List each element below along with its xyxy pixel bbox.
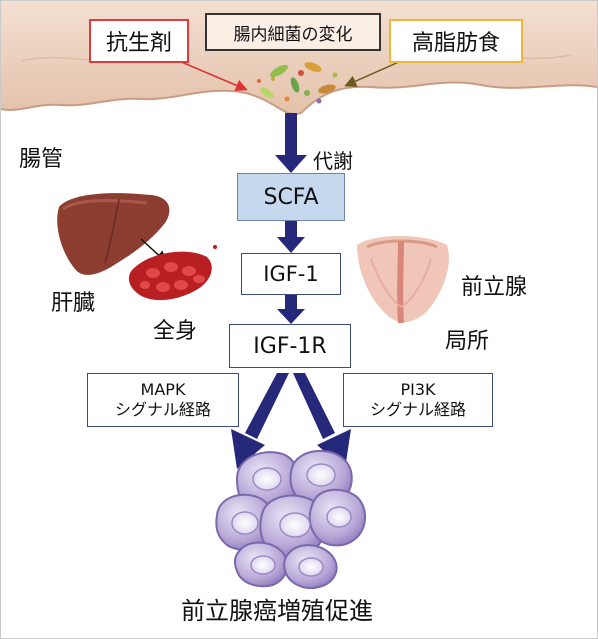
microbiota-change-label: 腸内細菌の変化 xyxy=(233,24,353,45)
pi3k-box: PI3K シグナル経路 xyxy=(343,373,493,427)
liver-illustration xyxy=(57,193,170,275)
antibiotics-label: 抗生剤 xyxy=(105,31,172,56)
prostate-illustration xyxy=(357,236,449,324)
liver-label: 肝臓 xyxy=(51,291,96,316)
diet-arrow xyxy=(344,60,402,87)
scfa-box: SCFA xyxy=(237,173,345,221)
systemic-label: 全身 xyxy=(153,319,198,344)
antibiotics-box: 抗生剤 xyxy=(89,19,189,63)
local-label: 局所 xyxy=(445,329,490,354)
prostate-label: 前立腺 xyxy=(461,275,528,300)
igf1-box: IGF-1 xyxy=(241,253,341,295)
mapk-line2: シグナル経路 xyxy=(114,400,211,419)
igf1r-box: IGF-1R xyxy=(229,324,351,368)
mapk-line1: MAPK xyxy=(140,380,186,399)
gut-label: 腸管 xyxy=(19,147,64,172)
scfa-label: SCFA xyxy=(263,184,319,210)
metabolism-label: 代謝 xyxy=(313,149,353,173)
igf1-label: IGF-1 xyxy=(263,262,319,286)
blood-vessel-illustration xyxy=(128,245,217,301)
high-fat-diet-box: 高脂肪食 xyxy=(389,19,523,63)
pi3k-line1: PI3K xyxy=(400,380,436,399)
igf1r-label: IGF-1R xyxy=(253,333,327,359)
cancer-cell-nuclei xyxy=(231,463,352,577)
pi3k-line2: シグナル経路 xyxy=(369,400,466,419)
gut-wall-edge xyxy=(1,81,597,116)
outcome-label: 前立腺癌増殖促進 xyxy=(181,597,373,625)
high-fat-diet-label: 高脂肪食 xyxy=(411,31,500,56)
antibiotics-arrow xyxy=(178,60,248,92)
microbiota-change-box: 腸内細菌の変化 xyxy=(205,13,381,51)
bacteria-cluster xyxy=(257,62,338,104)
mapk-box: MAPK シグナル経路 xyxy=(87,373,239,427)
